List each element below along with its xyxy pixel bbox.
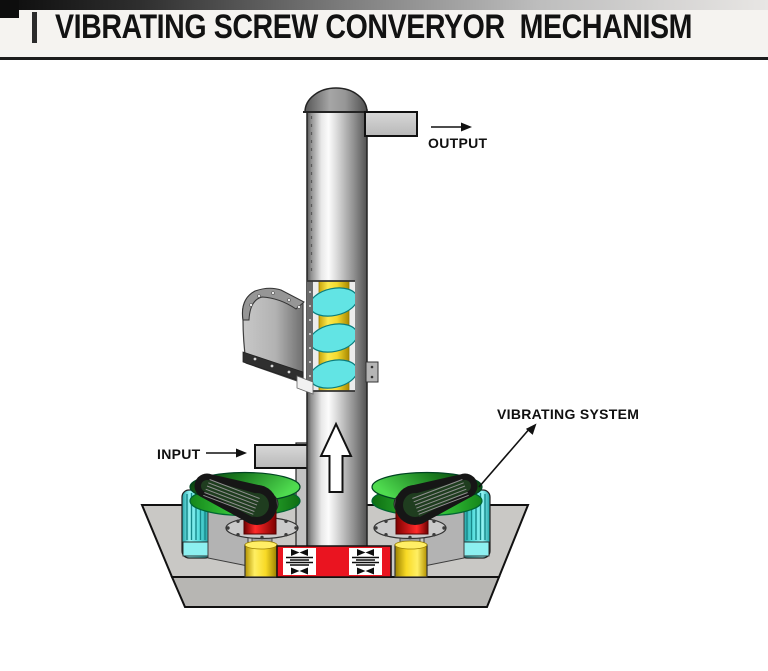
input-chute bbox=[254, 444, 311, 469]
cover-flange bbox=[296, 375, 314, 395]
bracket-bolt bbox=[370, 375, 374, 379]
vibration-assembly-left bbox=[181, 471, 327, 578]
cutaway-left-wall bbox=[307, 281, 313, 391]
title-band: VIBRATING SCREW CONVERYOR MECHANISM bbox=[0, 0, 768, 60]
screw-cutaway bbox=[307, 280, 379, 392]
motor-base-band bbox=[182, 541, 212, 557]
input-callout: INPUT bbox=[157, 446, 247, 462]
cover-top-bolts bbox=[249, 291, 301, 309]
spring-damper-icon bbox=[348, 547, 383, 576]
bracket-bolt bbox=[370, 365, 374, 369]
output-chute bbox=[364, 111, 418, 137]
tube-side-bracket bbox=[365, 361, 379, 383]
input-arrowhead bbox=[236, 448, 247, 458]
support-spring-yellow bbox=[244, 540, 278, 578]
cover-bottom-bolts bbox=[253, 357, 291, 374]
input-label: INPUT bbox=[157, 446, 201, 462]
vibrating-system-arrowhead bbox=[525, 423, 537, 435]
output-arrowhead bbox=[461, 122, 472, 132]
inspection-cover bbox=[241, 287, 314, 395]
scan-artifact-tick bbox=[32, 12, 37, 43]
vibrating-system-callout: VIBRATING SYSTEM bbox=[478, 406, 639, 488]
flow-up-arrow-icon bbox=[319, 421, 353, 493]
screw-flight-1 bbox=[312, 287, 355, 317]
tube-dome-cap bbox=[304, 87, 368, 113]
screw-flight-2 bbox=[312, 323, 355, 353]
vibrating-system-label: VIBRATING SYSTEM bbox=[497, 406, 639, 422]
scan-artifact-bar bbox=[0, 0, 768, 10]
screw-flight-3 bbox=[312, 359, 355, 389]
spring-damper-icon bbox=[283, 548, 316, 575]
vibrating-system-pointer-icon bbox=[478, 426, 532, 488]
drive-belt bbox=[194, 473, 277, 525]
output-callout: OUTPUT bbox=[428, 122, 487, 151]
base-front-face bbox=[170, 576, 501, 608]
page-title: VIBRATING SCREW CONVERYOR MECHANISM bbox=[55, 8, 693, 46]
vibration-bar bbox=[276, 545, 392, 578]
scan-artifact-corner bbox=[0, 0, 19, 18]
output-label: OUTPUT bbox=[428, 135, 487, 151]
belt-ribs bbox=[203, 479, 260, 515]
cutaway-wall-bolts bbox=[309, 291, 311, 377]
